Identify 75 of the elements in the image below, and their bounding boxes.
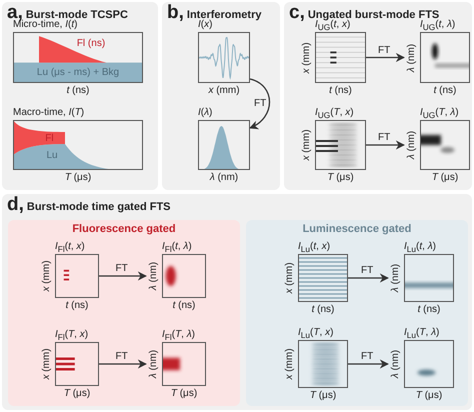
axis-label: t (ns): [418, 304, 440, 316]
edge-label: FT: [360, 265, 374, 276]
plot-title: I$_{Fl}$(t, x): [55, 241, 85, 255]
edge-label: FT: [114, 351, 129, 362]
arrow: [348, 359, 389, 369]
axis-label: x (mm): [301, 42, 313, 74]
axis-label: x (mm): [301, 129, 313, 161]
axis-label: t (ns): [172, 300, 196, 312]
panel-title: Interferometry: [186, 9, 262, 21]
axis-label: t (ns): [66, 300, 88, 312]
axis-label: T (μs): [64, 172, 92, 184]
axis-label: T (μs): [170, 388, 198, 400]
region-label: Lu: [46, 150, 58, 162]
axis-label: t (ns): [66, 85, 90, 97]
axis-label: λ (nm): [406, 43, 418, 72]
axis-label: T (μs): [310, 390, 336, 402]
axis-label: x (mm): [284, 348, 296, 380]
edge-label: FT: [253, 98, 268, 108]
panel-subtitle: Luminescence gated: [302, 223, 412, 235]
arrow: [348, 273, 389, 283]
axis-label: T (μs): [416, 390, 442, 402]
panel-title: Burst-mode time gated FTS: [26, 201, 171, 213]
edge-label: FT: [377, 132, 392, 143]
panel-letter: c,: [289, 2, 305, 23]
plot-title: I$_{UG}$(T, λ): [420, 107, 459, 121]
axis-label: λ (nm): [390, 264, 402, 292]
arrow: [366, 140, 405, 150]
arrow: [249, 78, 270, 129]
axis-label: t (ns): [329, 85, 352, 97]
plot-title: I$_{Lu}$(t, x): [298, 241, 330, 255]
axis-label: T (μs): [432, 172, 458, 184]
plot-title: I$_{Lu}$(T, λ): [404, 327, 440, 341]
arrow: [366, 52, 405, 62]
edge-label: FT: [377, 44, 392, 56]
axis-label: T (μs): [327, 172, 354, 184]
plot-title: I$_{Lu}$(t, λ): [404, 241, 436, 255]
panel-title: Ungated burst-mode FTS: [308, 9, 440, 21]
axis-label: λ (nm): [148, 350, 160, 378]
panel-background: [8, 220, 240, 406]
panel-subtitle: Fluorescence gated: [71, 223, 177, 235]
panel-background: [162, 2, 280, 190]
region-label: Fl (ns): [76, 38, 106, 50]
axis-label: λ (nm): [148, 262, 160, 290]
axis-label: t (ns): [434, 85, 456, 97]
axis-label: λ (nm): [406, 130, 418, 160]
edge-label: FT: [114, 263, 129, 274]
plot-title: I(λ): [198, 107, 212, 119]
region-label: Lu (μs - ms) + Bkg: [36, 66, 120, 79]
arrow: [99, 359, 147, 369]
axis-label: x (mm): [41, 348, 53, 380]
panel-title: Burst-mode TCSPC: [26, 9, 128, 21]
plot-title: I$_{Fl}$(T, x): [55, 329, 88, 343]
panel-letter: d,: [7, 194, 24, 215]
axis-label: λ (nm): [390, 350, 402, 378]
plot-title: I(x): [198, 19, 212, 31]
panel-background: [2, 2, 158, 190]
panel-background: [246, 220, 468, 406]
edge-label: FT: [360, 351, 374, 362]
axis-label: x (mm): [208, 85, 240, 97]
axis-label: x (mm): [284, 262, 296, 294]
axis-label: T (μs): [64, 388, 90, 400]
arrow: [99, 271, 147, 281]
axis-label: t (ns): [312, 304, 334, 316]
plot-title: I$_{Lu}$(T, x): [298, 327, 334, 341]
plot-title: I$_{UG}$(T, x): [315, 107, 354, 121]
panel-background: [2, 194, 472, 410]
plot-title: Macro-time, I(T): [13, 107, 84, 119]
plot-title: I$_{Fl}$(T, λ): [162, 329, 195, 343]
plot-title: I$_{UG}$(t, λ): [420, 19, 456, 33]
plot-title: I$_{UG}$(t, x): [315, 19, 350, 33]
axis-label: λ (nm): [210, 172, 238, 184]
panel-background: [284, 2, 472, 190]
panel-letter: b,: [167, 2, 184, 23]
plot-title: I$_{Fl}$(t, λ): [162, 241, 192, 255]
axis-label: x (mm): [41, 260, 53, 292]
